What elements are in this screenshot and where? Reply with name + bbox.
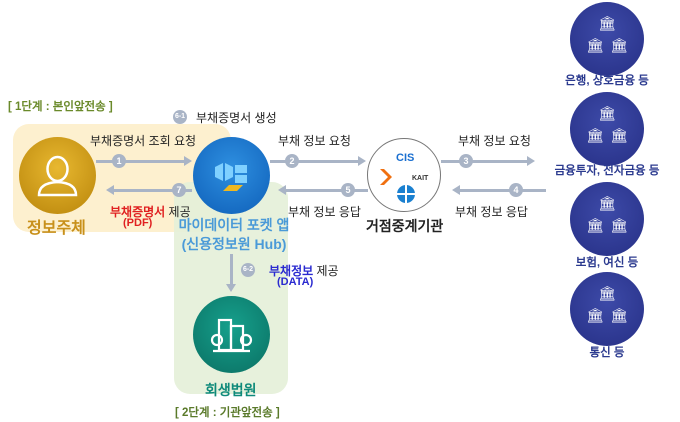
app-circle: [193, 137, 270, 214]
arrow-2: [270, 160, 358, 163]
court-label: 회생법원: [205, 382, 257, 398]
building-icon: [210, 318, 253, 353]
step-label-7-red: 부채증명서: [110, 205, 166, 219]
step-badge-5: 5: [341, 183, 355, 197]
arrow-6-2: [230, 254, 233, 284]
stage2-label: [ 2단계 : 기관앞전송 ]: [175, 407, 280, 419]
bank-icon: 🏛: [598, 15, 616, 31]
arrow-1: [96, 160, 184, 163]
step-label-1: 부채증명서 조회 요청: [90, 134, 197, 148]
arrowhead-1: [184, 156, 192, 166]
bank-label-2: 금융투자, 전자금융 등: [554, 165, 660, 177]
step-badge-6-2: 6-2: [241, 263, 255, 277]
court-circle: [193, 296, 270, 373]
bank-label-1: 은행, 상호금융 등: [565, 75, 649, 87]
bank-label-3: 보험, 여신 등: [575, 257, 639, 269]
step-label-6-2-rest: 제공: [313, 264, 339, 278]
broker-label: 거점중계기관: [366, 218, 444, 234]
subject-circle: [19, 137, 96, 214]
stage1-label: [ 1단계 : 본인앞전송 ]: [8, 101, 113, 113]
step-label-7-rest: 제공: [165, 205, 191, 219]
step-label-5: 부채 정보 응답: [288, 205, 361, 219]
arrow-3: [441, 160, 527, 163]
step-label-3: 부채 정보 요청: [458, 134, 531, 148]
bank-circle-1: 🏛 🏛 🏛: [570, 2, 644, 76]
step-label-2: 부채 정보 요청: [278, 134, 351, 148]
broker-circle: CIS KAIT: [367, 138, 441, 212]
step-sub-7: (PDF): [123, 217, 153, 229]
svg-text:KAIT: KAIT: [412, 175, 429, 182]
bank-icon: 🏛: [586, 37, 604, 53]
bank-circle-2: 🏛 🏛 🏛: [570, 92, 644, 166]
hub-logo-icon: [215, 163, 247, 191]
arrow-5: [286, 189, 368, 192]
arrowhead-4: [452, 185, 460, 195]
step-label-7: 부채증명서 제공: [110, 203, 191, 220]
bank-icon: 🏛: [586, 127, 604, 143]
step-badge-2: 2: [285, 154, 299, 168]
arrowhead-7: [106, 185, 114, 195]
bank-icon: 🏛: [586, 307, 604, 323]
svg-text:CIS: CIS: [396, 152, 414, 164]
arrowhead-5: [278, 185, 286, 195]
subject-label: 정보주체: [27, 220, 86, 237]
bank-icon: 🏛: [598, 105, 616, 121]
step-badge-7: 7: [172, 183, 186, 197]
bank-icon: 🏛: [610, 37, 628, 53]
step-badge-3: 3: [459, 154, 473, 168]
person-icon: [37, 155, 78, 197]
app-label-line1: 마이데이터 포켓 앱: [178, 217, 290, 233]
bank-label-4: 통신 등: [589, 347, 625, 359]
bank-icon: 🏛: [598, 285, 616, 301]
arrow-7: [114, 189, 192, 192]
bank-icon: 🏛: [610, 217, 628, 233]
step-label-6-1: 부채증명서 생성: [196, 111, 277, 125]
step-label-4: 부채 정보 응답: [455, 205, 528, 219]
step-label-6-2-blue: 부채정보: [269, 264, 314, 278]
step-badge-4: 4: [509, 183, 523, 197]
bank-circle-4: 🏛 🏛 🏛: [570, 272, 644, 346]
arrowhead-6-2: [226, 284, 236, 292]
broker-logos-icon: CIS KAIT: [380, 152, 429, 203]
bank-icon: 🏛: [610, 127, 628, 143]
app-label: 마이데이터 포켓 앱 (신용정보원 Hub): [175, 216, 293, 254]
arrow-4: [460, 189, 546, 192]
step-badge-1: 1: [112, 154, 126, 168]
bank-circle-3: 🏛 🏛 🏛: [570, 182, 644, 256]
step-label-6-2: 부채정보 제공: [269, 262, 339, 279]
bank-icon: 🏛: [598, 195, 616, 211]
step-badge-6-1: 6-1: [173, 110, 187, 124]
arrowhead-3: [527, 156, 535, 166]
bank-icon: 🏛: [586, 217, 604, 233]
step-sub-6-2: (DATA): [277, 276, 314, 288]
app-label-line2: (신용정보원 Hub): [181, 236, 287, 252]
arrowhead-2: [358, 156, 366, 166]
bank-icon: 🏛: [610, 307, 628, 323]
